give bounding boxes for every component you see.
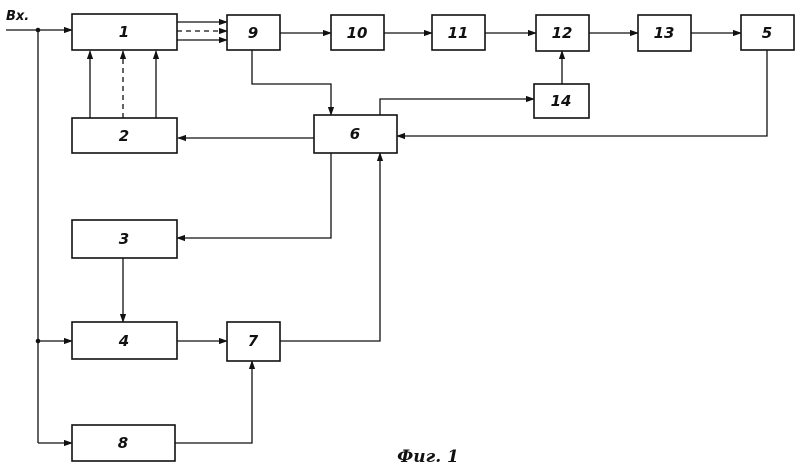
- input-label: Вх.: [6, 9, 29, 24]
- block-4: 4: [72, 322, 177, 359]
- block-11-label: 11: [448, 24, 469, 42]
- block-9-label: 9: [248, 24, 258, 42]
- block-12: 12: [536, 15, 589, 51]
- block-10: 10: [331, 15, 384, 50]
- block-1: 1: [72, 14, 177, 50]
- block-6-label: 6: [350, 125, 360, 143]
- block-5: 5: [741, 15, 794, 50]
- block-11: 11: [432, 15, 485, 50]
- figure-caption: Фиг. 1: [397, 447, 459, 467]
- block-10-label: 10: [347, 24, 368, 42]
- block-9: 9: [227, 15, 280, 50]
- block-12-label: 12: [552, 24, 573, 42]
- block-14-label: 14: [551, 92, 572, 110]
- block-2: 2: [72, 118, 177, 153]
- block-7: 7: [227, 322, 280, 361]
- block-7-label: 7: [248, 332, 259, 350]
- link-7-6: [280, 153, 380, 341]
- block-8: 8: [72, 425, 175, 461]
- block-5-label: 5: [762, 24, 772, 42]
- link-9-6: [252, 50, 331, 115]
- block-14: 14: [534, 84, 589, 118]
- junction-dot-mid: [36, 339, 41, 344]
- block-3-label: 3: [119, 230, 129, 248]
- link-6-3: [177, 152, 331, 238]
- junction-dot-top: [36, 28, 41, 33]
- block-2-label: 2: [119, 127, 129, 145]
- block-6: 6: [314, 115, 397, 153]
- block-13-label: 13: [654, 24, 675, 42]
- block-1-label: 1: [119, 23, 129, 41]
- block-13: 13: [638, 15, 691, 51]
- block-4-label: 4: [118, 332, 129, 350]
- block-8-label: 8: [118, 434, 128, 452]
- block-3: 3: [72, 220, 177, 258]
- link-8-7: [175, 361, 252, 443]
- link-6-14: [380, 99, 534, 115]
